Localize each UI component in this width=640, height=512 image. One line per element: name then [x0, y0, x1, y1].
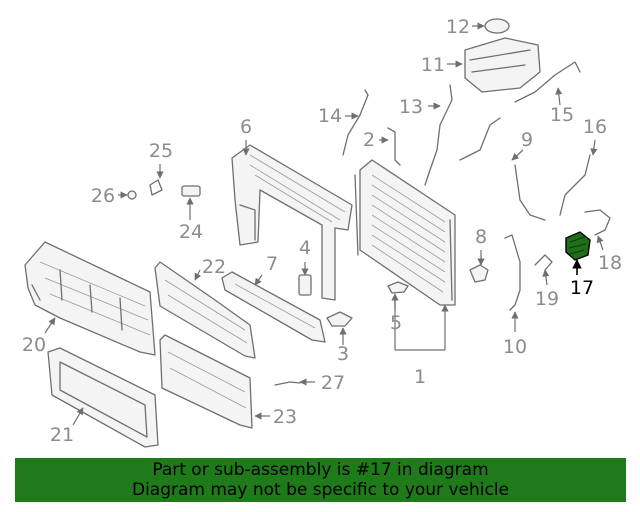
part-22-air-guide [154, 261, 256, 359]
callout-22: 22 [202, 256, 226, 278]
part-10-hose [504, 234, 521, 311]
leader-lines [44, 22, 604, 426]
part-25-bracket [149, 179, 163, 196]
callout-3: 3 [337, 343, 349, 365]
callout-23: 23 [273, 406, 297, 428]
part-11-expansion-tank [464, 37, 541, 93]
callout-5: 5 [390, 312, 402, 334]
callout-2: 2 [363, 129, 375, 151]
notice-line-disclaimer: Diagram may not be specific to your vehi… [131, 480, 509, 500]
callout-labels: 1 2 3 4 5 6 7 8 9 10 11 12 13 14 15 16 1… [22, 16, 622, 446]
part-1-radiator [354, 159, 456, 306]
part-18-bracket [584, 209, 611, 236]
callout-14: 14 [318, 105, 342, 127]
part-17-highlighted-part [565, 231, 591, 261]
exploded-parts-diagram: 1 2 3 4 5 6 7 8 9 10 11 12 13 14 15 16 1… [22, 16, 622, 448]
callout-17: 17 [570, 277, 594, 299]
part-5-connector [387, 281, 409, 294]
part-13-hose [424, 84, 453, 186]
callout-19: 19 [535, 288, 559, 310]
part-4-clip [298, 274, 312, 296]
callout-18: 18 [598, 252, 622, 274]
callout-26: 26 [91, 185, 115, 207]
callout-9: 9 [521, 129, 533, 151]
part-6-radiator-support [231, 144, 353, 301]
callout-24: 24 [179, 221, 203, 243]
callout-13: 13 [399, 96, 423, 118]
callout-25: 25 [149, 140, 173, 162]
callout-6: 6 [240, 116, 252, 138]
part-24-clip [181, 185, 201, 197]
part-3-bracket [326, 311, 353, 327]
callout-10: 10 [503, 336, 527, 358]
callout-8: 8 [475, 226, 487, 248]
callout-7: 7 [266, 253, 278, 275]
callout-12: 12 [446, 16, 470, 38]
callout-15: 15 [550, 104, 574, 126]
callout-27: 27 [321, 372, 345, 394]
part-7-upper-air-guide [221, 271, 326, 343]
part-21-lower-frame [47, 347, 159, 448]
part-8-fitting [469, 264, 489, 283]
part-20-air-deflector [24, 241, 156, 356]
part-23-lower-baffle [159, 334, 253, 429]
callout-1: 1 [414, 366, 426, 388]
notice-line-part: Part or sub-assembly is #17 in diagram [152, 460, 489, 480]
part-9-hose [459, 117, 546, 221]
part-19-bracket [534, 254, 553, 271]
part-14-hose [342, 89, 369, 156]
part-16-pipe [559, 154, 591, 216]
part-12-cap [484, 18, 510, 34]
callout-21: 21 [50, 424, 74, 446]
diagram-notice-banner: Part or sub-assembly is #17 in diagram D… [15, 458, 626, 502]
part-2-hose-bracket [387, 127, 401, 166]
callout-16: 16 [583, 116, 607, 138]
callout-20: 20 [22, 334, 46, 356]
part-27-bolt [274, 381, 301, 386]
part-26-nut [127, 190, 137, 200]
callout-4: 4 [299, 237, 311, 259]
callout-11: 11 [421, 54, 445, 76]
part-15-hose [514, 61, 581, 103]
